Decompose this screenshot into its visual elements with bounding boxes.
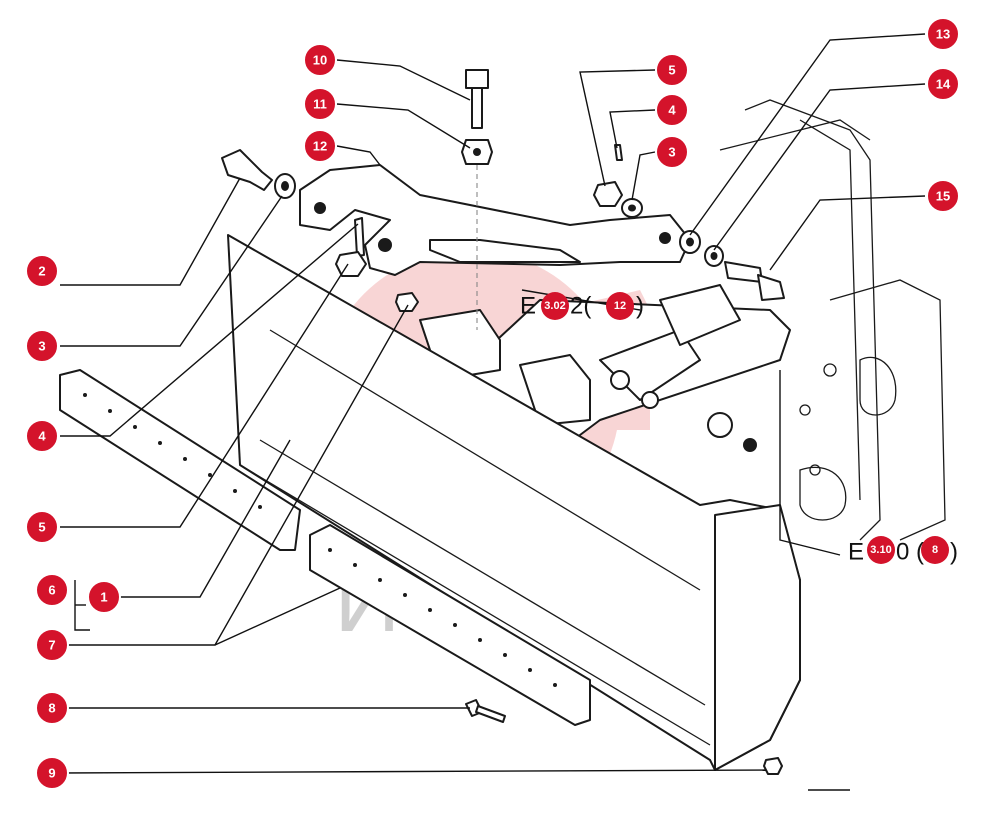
cotter-pin-4-left bbox=[354, 217, 365, 257]
callout-7: 7 bbox=[35, 628, 69, 662]
svg-text:11: 11 bbox=[313, 97, 327, 112]
callout-15: 15 bbox=[926, 179, 960, 213]
callout-5-top: 5 bbox=[655, 53, 689, 87]
ref2-badge: 3.10 bbox=[870, 544, 891, 556]
callout-3-top: 3 bbox=[655, 135, 689, 169]
svg-text:8: 8 bbox=[48, 701, 55, 716]
cotter-pin-4-right bbox=[614, 144, 623, 161]
svg-text:7: 7 bbox=[48, 638, 55, 653]
washer-13 bbox=[679, 230, 701, 254]
nut-9 bbox=[763, 757, 783, 775]
ref2-suffix: 0 ( bbox=[896, 539, 924, 566]
ref1-prefix: E bbox=[520, 293, 536, 320]
callout-12: 12 bbox=[303, 129, 337, 163]
ref2-badge-circle bbox=[867, 536, 895, 564]
washer-3-left bbox=[274, 173, 296, 199]
reference-label-2: E 3.10 0 ( 8 ) bbox=[848, 536, 958, 566]
ref1-suffix: 2( bbox=[570, 293, 591, 320]
nut-11 bbox=[461, 139, 493, 165]
ref2-prefix: E bbox=[848, 539, 864, 566]
svg-text:1: 1 bbox=[100, 590, 107, 605]
cutting-edge-right bbox=[309, 524, 591, 726]
ref1-badge2-circle bbox=[606, 292, 634, 320]
svg-text:13: 13 bbox=[936, 27, 950, 42]
bolt-8 bbox=[465, 699, 506, 723]
leader-lines bbox=[59, 33, 926, 774]
svg-text:15: 15 bbox=[936, 189, 950, 204]
callout-4: 4 bbox=[25, 419, 59, 453]
callout-8: 8 bbox=[35, 691, 69, 725]
top-bracket bbox=[299, 164, 691, 276]
pin-15 bbox=[724, 261, 785, 301]
ref1-badge2: 12 bbox=[614, 300, 626, 312]
ref2-suffix2: ) bbox=[950, 539, 958, 566]
svg-text:5: 5 bbox=[668, 63, 675, 78]
svg-text:3: 3 bbox=[38, 339, 45, 354]
svg-text:6: 6 bbox=[48, 583, 55, 598]
callout-11: 11 bbox=[303, 87, 337, 121]
svg-text:2: 2 bbox=[38, 264, 45, 279]
svg-text:14: 14 bbox=[936, 77, 951, 92]
callout-10: 10 bbox=[303, 43, 337, 77]
ref2-badge2: 8 bbox=[932, 544, 938, 556]
svg-text:12: 12 bbox=[313, 139, 327, 154]
callout-1: 1 bbox=[87, 580, 121, 614]
ref2-badge2-circle bbox=[921, 536, 949, 564]
washer-3-right bbox=[621, 198, 643, 218]
ref1-badge-circle bbox=[541, 292, 569, 320]
nut-5-left bbox=[335, 251, 367, 277]
callout-5: 5 bbox=[25, 510, 59, 544]
callout-14: 14 bbox=[926, 67, 960, 101]
ref1-badge: 3.02 bbox=[544, 300, 565, 312]
callout-4-top: 4 bbox=[655, 93, 689, 127]
washer-14 bbox=[704, 245, 724, 267]
nut-5-right bbox=[593, 181, 623, 207]
background-linkage bbox=[719, 99, 946, 541]
ref1-suffix2: ) bbox=[636, 293, 644, 320]
callout-6: 6 bbox=[35, 573, 69, 607]
callout-13: 13 bbox=[926, 17, 960, 51]
nut-on-blade bbox=[395, 292, 419, 312]
callout-9: 9 bbox=[35, 756, 69, 790]
svg-text:3: 3 bbox=[668, 145, 675, 160]
svg-text:4: 4 bbox=[668, 103, 676, 118]
pin-2 bbox=[221, 149, 273, 191]
reference-label-1: E 3.02 2( 12 ) bbox=[520, 292, 644, 320]
svg-text:4: 4 bbox=[38, 429, 46, 444]
svg-text:5: 5 bbox=[38, 520, 45, 535]
callout-2: 2 bbox=[25, 254, 59, 288]
svg-text:10: 10 bbox=[313, 53, 327, 68]
svg-text:9: 9 bbox=[48, 766, 55, 781]
bolt-10 bbox=[465, 69, 489, 129]
cutting-edge-left bbox=[59, 369, 301, 551]
callout-3: 3 bbox=[25, 329, 59, 363]
